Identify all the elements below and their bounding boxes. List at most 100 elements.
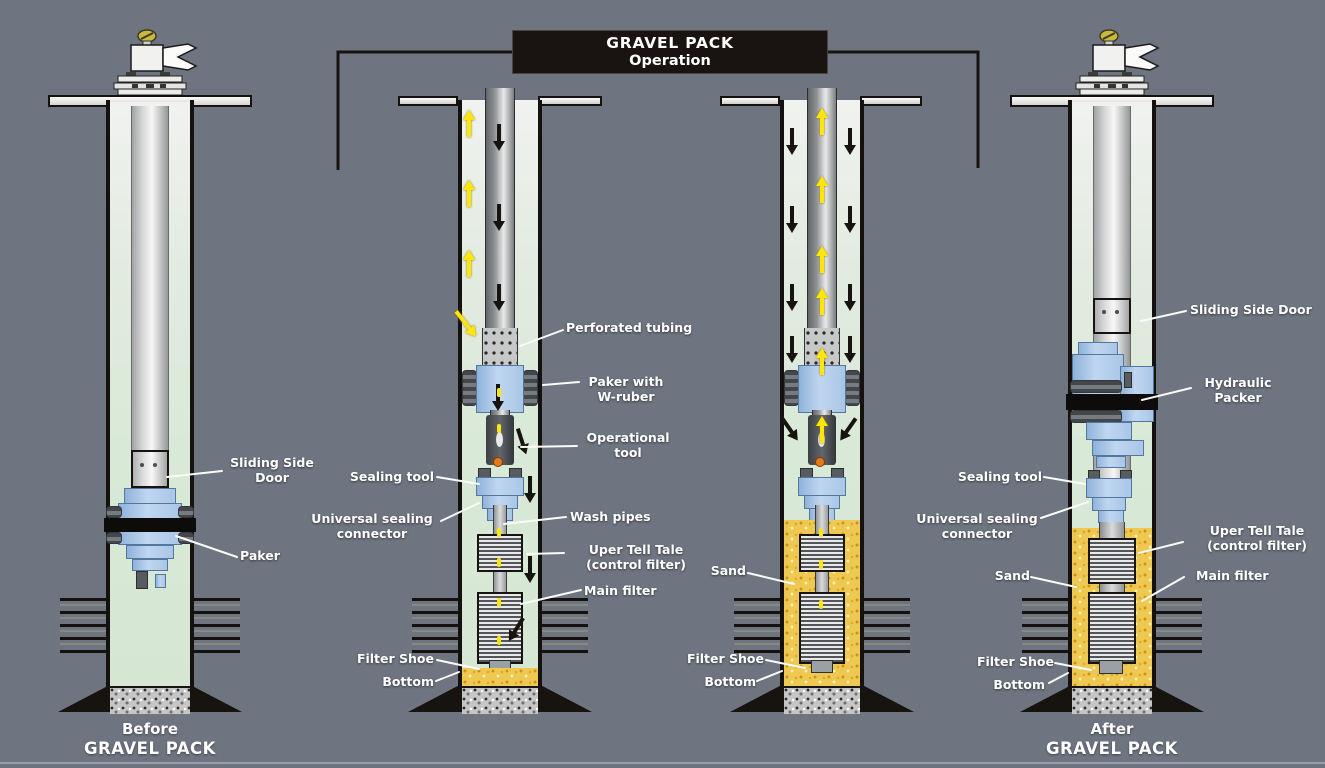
flow-tick [497,424,501,433]
wellhead-tree-icon [113,29,198,96]
label-perforated-tubing: Perforated tubing [566,320,693,335]
perforations-right [542,598,588,654]
label-sealing-tool: Sealing tool [957,469,1042,484]
packer-slips [178,532,194,544]
packer-lower-step [1092,440,1144,456]
well-operation-2 [672,0,972,768]
label-filter-shoe: Filter Shoe [356,651,434,666]
caption-line1: Before [121,720,178,738]
flow-tick [819,560,823,569]
packer-lower-step [1086,422,1132,440]
flow-tick [497,528,501,537]
label-wash-pipes: Wash pipes [570,509,651,524]
tool-port [496,432,503,447]
caption-after: After GRAVEL PACK [992,720,1232,758]
sliding-side-door [131,450,169,488]
flow-arrow-down [524,476,536,503]
sealing-tool-step [1092,497,1126,511]
flow-arrow-up [816,416,828,443]
flow-arrow-down [786,336,798,363]
packer-lower-step [1096,456,1126,468]
bottom-rock [784,688,860,714]
label-paker-with-w-ruber: Paker with W-ruber [588,374,664,405]
caption-before: Before GRAVEL PACK [30,720,270,758]
well-before: Before GRAVEL PACK [0,0,300,768]
label-uper-tell-tale: Uper Tell Tale (control filter) [1207,523,1307,554]
sliding-side-door [1093,298,1131,334]
packer-w-rubber-right [845,370,860,406]
packer-foot [136,571,148,589]
packer-slips [1070,380,1122,393]
title-box: GRAVEL PACK Operation [512,30,828,74]
label-universal-sealing-connector: Universal sealing connector [311,511,433,542]
label-sliding-side-door: Sliding Side Door [230,455,314,486]
door-port [140,463,144,467]
surface-flange-right [538,96,602,106]
main-filter [1088,592,1136,664]
flow-tick [497,388,501,397]
perforations-left [60,598,106,654]
label-hydraulic-packer: Hydraulic Packer [1204,375,1272,406]
door-port [1115,310,1119,314]
flow-tick [497,598,501,607]
packer-slips [106,506,122,518]
label-uper-tell-tale: Uper Tell Tale (control filter) [586,542,686,573]
bottom-rock [110,688,190,714]
flow-tick [497,636,501,645]
production-tubing [131,106,169,488]
flow-tick [819,600,823,609]
flow-arrow-down [493,284,505,311]
packer-w-rubber-left [462,370,477,406]
label-sliding-side-door: Sliding Side Door [1190,302,1312,317]
perforated-tubing [482,328,518,370]
bottom-rock [462,688,538,714]
bottom-rock [1072,688,1152,714]
perforations-left [734,598,780,654]
flow-arrow-up [816,246,828,273]
flow-arrow-down [786,284,798,311]
label-main-filter: Main filter [584,583,657,598]
door-port [1102,310,1106,314]
seal-ball [493,457,503,467]
flow-arrow-up [463,110,475,137]
seal-ball [815,457,825,467]
packer-lower-step [132,559,168,571]
packer-slips [106,532,122,544]
casing-wall-left [780,100,784,696]
sealing-tool [1086,478,1132,498]
packer-lower-step [126,545,174,559]
flow-arrow-up [816,176,828,203]
label-sealing-tool: Sealing tool [349,469,434,484]
label-filter-shoe: Filter Shoe [686,651,764,666]
flow-arrow-down [844,128,856,155]
label-filter-shoe: Filter Shoe [976,654,1054,669]
perforations-right [864,598,910,654]
casing-wall-left [106,100,110,696]
label-bottom: Bottom [993,677,1045,692]
flow-arrow-down [844,206,856,233]
packer-vent [1124,372,1132,388]
flow-arrow-down [493,204,505,231]
label-bottom: Bottom [704,674,756,689]
label-sand: Sand [994,568,1030,583]
door-port [153,463,157,467]
packer-w-rubber-right [523,370,538,406]
surface-flange-right [860,96,922,106]
flow-arrow-down [844,284,856,311]
label-sand: Sand [710,563,746,578]
label-operational-tool: Operational tool [586,430,670,461]
flow-arrow-up [816,288,828,315]
label-universal-sealing-connector: Universal sealing connector [916,511,1038,542]
sealing-tool [476,477,524,496]
filter-shoe [1099,660,1123,674]
casing-wall-right [860,100,864,696]
casing-wall-right [190,100,194,696]
packer-w-rubber-left [784,370,799,406]
flow-arrow-down [524,556,536,583]
perforations-right [1156,598,1202,654]
well-operation-1 [350,0,650,768]
perforations-left [1022,598,1068,654]
title-line1: GRAVEL PACK [606,34,734,52]
label-main-filter: Main filter [1196,568,1269,583]
